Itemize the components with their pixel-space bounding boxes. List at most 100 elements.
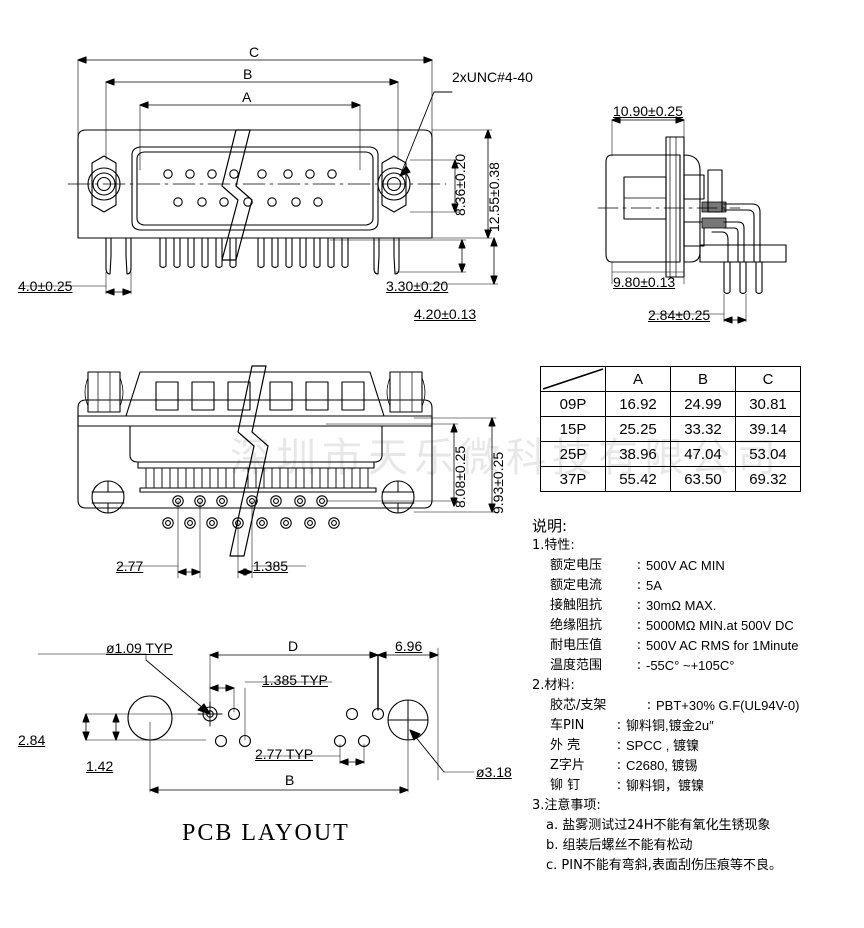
dimension-label-6-96: 6.96 — [395, 638, 423, 654]
table-row: 15P 25.25 33.32 39.14 — [540, 416, 801, 442]
dimension-label-b: B — [243, 66, 253, 82]
spec-characteristic-row: 额定电压 : 500V AC MIN — [532, 556, 862, 576]
spec-key: 铆 钉 — [550, 778, 581, 793]
table-cell: 55.42 — [605, 466, 671, 492]
spec-material-row: 铆 钉 : 铆料铜，镀镍 — [532, 776, 862, 796]
spec-sep: : — [616, 758, 622, 773]
spec-sep: : — [636, 558, 642, 573]
spec-section1-label: 1.特性: — [532, 538, 575, 553]
spec-sep: : — [636, 598, 642, 613]
diagonal-slash-icon — [541, 367, 605, 391]
spec-characteristic-row: 温度范围 : -55C° ~+105C° — [532, 656, 862, 676]
spec-key: 额定电压 — [550, 558, 603, 573]
spec-material-row: 胶芯/支架 : PBT+30% G.F(UL94V-0) — [532, 696, 862, 716]
dimension-label-3-30: 3.30±0.20 — [386, 278, 449, 294]
table-col-header-b: B — [670, 366, 736, 392]
spec-sep: : — [636, 638, 642, 653]
spec-value: 铆料铜,镀金2u″ — [626, 718, 714, 733]
dimension-label-1-42: 1.42 — [86, 758, 114, 774]
table-row-label: 25P — [540, 441, 606, 467]
spec-value: 500V AC MIN — [646, 558, 725, 573]
table-cell: 33.32 — [670, 416, 736, 442]
spec-key: 外 壳 — [550, 738, 581, 753]
spec-value: 30mΩ MAX. — [646, 598, 717, 613]
spec-characteristic-row: 耐电压值 : 500V AC RMS for 1Minute — [532, 636, 862, 656]
table-cell: 39.14 — [735, 416, 801, 442]
thread-note-label: 2xUNC#4-40 — [452, 69, 533, 85]
dimension-label-2-77-typ: 2.77 TYP — [255, 746, 314, 762]
spec-key: 接触阻抗 — [550, 598, 603, 613]
table-row: 09P 16.92 24.99 30.81 — [540, 391, 801, 417]
spec-key: 胶芯/支架 — [550, 698, 607, 713]
table-cell: 47.04 — [670, 441, 736, 467]
spec-sep: : — [636, 618, 642, 633]
spec-value: 铆料铜，镀镍 — [626, 778, 705, 793]
spec-sep: : — [616, 778, 622, 793]
spec-note-item: b. 组装后螺丝不能有松动 — [546, 838, 693, 853]
spec-section2-label: 2.材料: — [532, 678, 575, 693]
dimension-label-3-18: ø3.18 — [476, 764, 512, 780]
table-col-header-a: A — [605, 366, 671, 392]
dimension-label-d: D — [288, 638, 299, 654]
dimension-label-8-36: 8.36±0.20 — [452, 153, 468, 216]
spec-material-row: 车PIN : 铆料铜,镀金2u″ — [532, 716, 862, 736]
spec-value: C2680, 镀锡 — [626, 758, 698, 773]
dimension-label-8-08: 8.08±0.25 — [452, 445, 468, 508]
table-row-label: 09P — [540, 391, 606, 417]
spec-material-row: Z字片 : C2680, 镀锡 — [532, 756, 862, 776]
table-cell: 24.99 — [670, 391, 736, 417]
dimension-label-2-77-rear: 2.77 — [116, 558, 144, 574]
dimension-label-1-385-rear: 1.385 — [253, 558, 289, 574]
dimension-label-2-84-side: 2.84±0.25 — [648, 307, 711, 323]
dimension-label-2-84-pcb: 2.84 — [18, 732, 46, 748]
spec-value: 500V AC RMS for 1Minute — [646, 638, 799, 653]
spec-key: 温度范围 — [550, 658, 603, 673]
spec-sep: : — [636, 658, 642, 673]
spec-sep: : — [616, 718, 622, 733]
spec-key: 车PIN — [550, 718, 585, 733]
table-cell: 63.50 — [670, 466, 736, 492]
dimension-label-4-20: 4.20±0.13 — [414, 306, 477, 322]
table-row: 25P 38.96 47.04 53.04 — [540, 441, 801, 467]
dimension-label-4-0: 4.0±0.25 — [18, 278, 73, 294]
dimension-label-12-55: 12.55±0.38 — [486, 162, 502, 232]
spec-note-item: c. PIN不能有弯斜,表面刮伤压痕等不良。 — [546, 858, 782, 873]
spec-title: 说明: — [532, 517, 568, 535]
spec-characteristic-row: 额定电流 : 5A — [532, 576, 862, 596]
table-cell: 25.25 — [605, 416, 671, 442]
dimension-label-c: C — [249, 44, 260, 60]
dimension-label-hole-diameter: ø1.09 TYP — [106, 640, 173, 656]
dimension-label-9-93: 9.93±0.25 — [490, 451, 506, 514]
dimension-label-9-80: 9.80±0.13 — [613, 274, 676, 290]
dimension-label-b-pcb: B — [285, 772, 295, 788]
table-cell: 38.96 — [605, 441, 671, 467]
spec-key: Z字片 — [550, 758, 585, 773]
table-corner-cell — [540, 366, 606, 392]
spec-sep: : — [646, 698, 652, 713]
specification-block: 说明: 1.特性: 额定电压 : 500V AC MIN 额定电流 : 5A 接… — [532, 516, 862, 876]
pcb-layout-title: PCB LAYOUT — [182, 820, 350, 846]
spec-value: 5000MΩ MIN.at 500V DC — [646, 618, 794, 633]
dimension-label-10-90: 10.90±0.25 — [613, 103, 683, 119]
spec-sep: : — [616, 738, 622, 753]
spec-key: 耐电压值 — [550, 638, 603, 653]
table-row-label: 37P — [540, 466, 606, 492]
spec-material-row: 外 壳 : SPCC , 镀镍 — [532, 736, 862, 756]
spec-value: SPCC , 镀镍 — [626, 738, 699, 753]
spec-value: -55C° ~+105C° — [646, 658, 735, 673]
dimension-table: A B C 09P 16.92 24.99 30.81 15P 25.25 33… — [540, 366, 801, 492]
spec-characteristic-row: 绝缘阻抗 : 5000MΩ MIN.at 500V DC — [532, 616, 862, 636]
spec-characteristic-row: 接触阻抗 : 30mΩ MAX. — [532, 596, 862, 616]
table-cell: 16.92 — [605, 391, 671, 417]
spec-key: 绝缘阻抗 — [550, 618, 603, 633]
spec-note-item: a. 盐雾测试过24H不能有氧化生锈现象 — [546, 818, 771, 833]
dimension-label-a: A — [242, 89, 252, 105]
spec-section3-label: 3.注意事项: — [532, 798, 601, 813]
spec-value: PBT+30% G.F(UL94V-0) — [656, 698, 800, 713]
table-header-row: A B C — [540, 366, 801, 392]
table-cell: 69.32 — [735, 466, 801, 492]
spec-key: 额定电流 — [550, 578, 603, 593]
table-cell: 53.04 — [735, 441, 801, 467]
